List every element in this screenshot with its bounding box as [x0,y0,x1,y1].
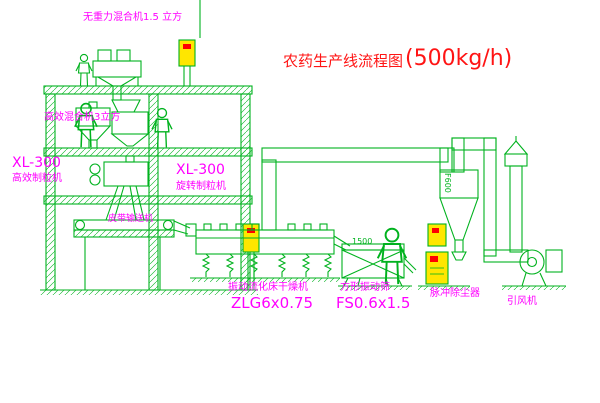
building-frame [40,0,258,295]
square-vibrating-sieve [333,235,417,290]
title-text: 农药生产线流程图 [283,52,404,70]
tag-cyclone-size: F600 [443,173,452,193]
tag-sieve-dimension: 1500 [352,237,373,246]
label-sieve-name: 方形振动筛 [340,282,390,293]
worker-ground [376,227,408,286]
label-mixer-second: 高效混合机3立方 [44,112,121,123]
label-fan: 引风机 [507,296,537,307]
dust-collector-cabinets [418,223,470,290]
label-granulator-mid-name: 旋转制粒机 [176,181,226,192]
label-sieve-model: FS0.6x1.5 [336,294,411,312]
label-granulator-left-model: XL-300 [12,155,61,171]
belt-conveyor [73,219,191,290]
label-dust-collector: 脉冲除尘器 [430,288,480,299]
label-granulator-mid-model: XL-300 [176,162,225,178]
worker-floor2-left [74,102,98,148]
fluid-bed-dryer [185,223,340,282]
exhaust-stack [503,136,529,253]
label-granulator-left-name: 高效制粒机 [12,173,62,184]
control-panel-roof [178,39,196,86]
rotary-granulator [110,99,150,147]
cyclone-separator [439,137,529,263]
title-capacity: (500kg/h) [405,46,513,71]
diagram-title: 农药生产线流程图 (500kg/h) [283,46,512,71]
worker-roof [75,53,93,87]
third-floor-granulator [89,155,149,221]
label-dryer-model: ZLG6x0.75 [231,294,314,312]
label-dryer-name: 振动流化床干燥机 [228,282,308,293]
roof-mixer [92,49,142,101]
exhaust-duct [261,147,455,231]
label-belt-conveyor: 皮带输送机 [108,214,154,224]
induced-draft-fan [502,249,566,290]
label-mixer-top: 无重力混合机1.5 立方 [83,12,183,23]
